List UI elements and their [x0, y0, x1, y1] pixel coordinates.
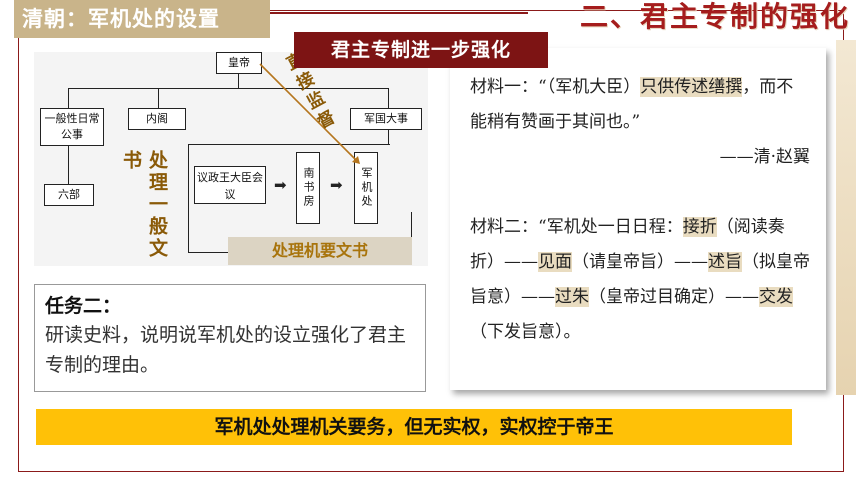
- label-key-documents: 处理机要文书: [228, 237, 412, 265]
- task-body: 研读史料，说明说军机处的设立强化了君主专制的理由。: [45, 324, 407, 376]
- connector: [388, 130, 390, 144]
- material-one-source: ——清·赵翼: [719, 147, 810, 167]
- connector: [411, 212, 413, 253]
- node-six-ministries: 六部: [44, 184, 94, 206]
- connector: [68, 146, 70, 184]
- node-emperor: 皇帝: [216, 52, 262, 74]
- connector: [188, 144, 390, 146]
- material-one: 材料一：“（军机大臣）只供传述缮撰，而不能稍有赞画于其间也。”: [470, 77, 794, 132]
- conclusion-bar: 军机处处理机关要务，但无实权，实权控于帝王: [36, 409, 792, 445]
- highlight: 述旨: [708, 252, 742, 272]
- node-daily-affairs: 一般性日常公事: [40, 108, 104, 146]
- top-divider: [270, 12, 528, 14]
- label-general-documents: 处理一般文书: [120, 150, 168, 260]
- arrow-right-icon: ➡: [274, 176, 287, 194]
- node-inner-cabinet: 内阁: [128, 108, 186, 130]
- task-card: 任务二： 研读史料，说明说军机处的设立强化了君主专制的理由。: [34, 284, 426, 392]
- connector: [238, 74, 240, 88]
- connector: [388, 88, 390, 108]
- arrow-right-icon: ➡: [330, 176, 343, 194]
- org-diagram: 皇帝 一般性日常公事 内阁 军国大事 六部 议政王大臣会议 ➡ 南书房 ➡ 军机…: [34, 50, 428, 266]
- connector: [158, 88, 160, 108]
- task-title: 任务二：: [45, 295, 122, 317]
- node-south-study: 南书房: [296, 152, 320, 224]
- connector: [188, 144, 190, 252]
- banner-label: 君主专制进一步强化: [294, 32, 548, 68]
- highlight: 交发: [759, 287, 793, 307]
- material-two: 材料二：“军机处一日日程：接折（阅读奏折）——见面（请皇帝旨）——述旨（拟皇帝旨…: [470, 217, 810, 342]
- highlight: 只供传述缮撰: [640, 77, 743, 97]
- connector: [68, 88, 388, 90]
- highlight: 过朱: [555, 287, 589, 307]
- supervision-arrow-icon: [259, 63, 360, 164]
- node-grand-council: 军机处: [354, 152, 378, 224]
- section-title: 二、君主专制的强化: [579, 0, 850, 33]
- node-council: 议政王大臣会议: [194, 166, 266, 204]
- material-text: 材料一：“（军机大臣）只供传述缮撰，而不能稍有赞画于其间也。” ——清·赵翼 材…: [470, 70, 810, 350]
- highlight: 见面: [538, 252, 572, 272]
- decorative-strip: [836, 40, 856, 395]
- highlight: 接折: [682, 217, 717, 237]
- slide-title: 清朝：军机处的设置: [14, 0, 270, 38]
- material-card: 材料一：“（军机大臣）只供传述缮撰，而不能稍有赞画于其间也。” ——清·赵翼 材…: [450, 48, 826, 390]
- connector: [68, 88, 70, 108]
- node-grand-affairs: 军国大事: [350, 108, 422, 130]
